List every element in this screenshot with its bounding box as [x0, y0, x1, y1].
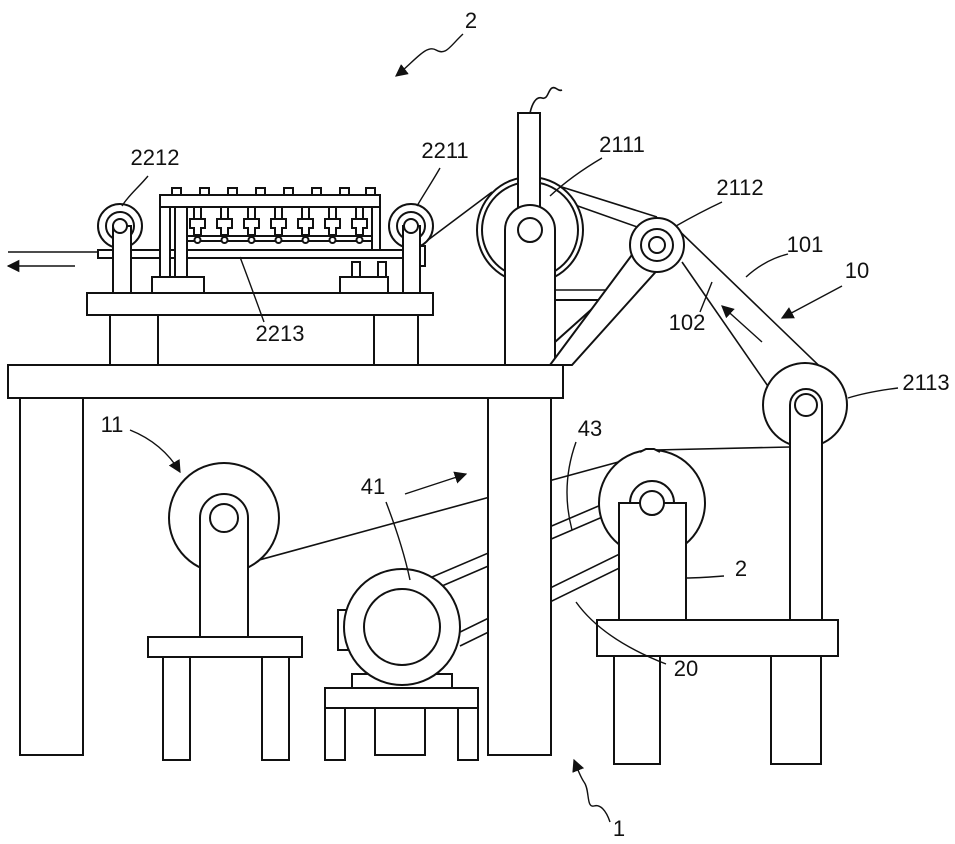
feed-direction-arrow [405, 474, 466, 494]
callout-2211: 2211 [421, 138, 468, 163]
callout-2213: 2213 [256, 321, 305, 346]
motor-41 [325, 569, 478, 760]
leader-2-top [396, 34, 463, 76]
guide-rod [98, 250, 423, 258]
leader-102 [700, 282, 712, 312]
leader-11 [130, 430, 180, 472]
roller-2211 [389, 204, 433, 293]
right-table [597, 620, 838, 764]
callout-43: 43 [578, 416, 602, 441]
belt-direction-arrow [722, 306, 762, 342]
callout-102: 102 [669, 310, 706, 335]
leader-2113 [848, 388, 898, 398]
leader-2212 [122, 176, 148, 206]
callout-41: 41 [361, 474, 385, 499]
callout-2-top: 2 [465, 8, 477, 33]
callout-1: 1 [613, 816, 625, 841]
leader-10 [782, 286, 842, 318]
callout-20: 20 [674, 656, 698, 681]
roller-2212 [98, 204, 142, 293]
main-table-right-leg [488, 398, 551, 755]
drive-block-2 [619, 503, 686, 620]
callout-11: 11 [101, 412, 124, 437]
roller-2113 [763, 363, 847, 620]
callout-2112: 2112 [716, 175, 763, 200]
callout-10: 10 [845, 258, 869, 283]
leader-2-mid [686, 576, 724, 578]
roller-11 [148, 463, 302, 760]
callout-2113: 2113 [902, 370, 949, 395]
comb-top-nubs [172, 188, 375, 195]
leader-1 [574, 760, 610, 822]
roller-2112 [630, 218, 684, 272]
callout-2111: 2111 [599, 132, 645, 157]
callout-101: 101 [787, 232, 824, 257]
leader-101 [746, 254, 788, 277]
roller-20 [599, 449, 705, 620]
comb-device-2213 [98, 188, 423, 293]
main-table-left-leg [20, 398, 83, 755]
callout-2212: 2212 [131, 145, 180, 170]
leader-2211 [417, 168, 440, 206]
main-table-top [8, 365, 563, 398]
leader-2112 [676, 202, 722, 226]
callout-2-mid: 2 [735, 556, 747, 581]
